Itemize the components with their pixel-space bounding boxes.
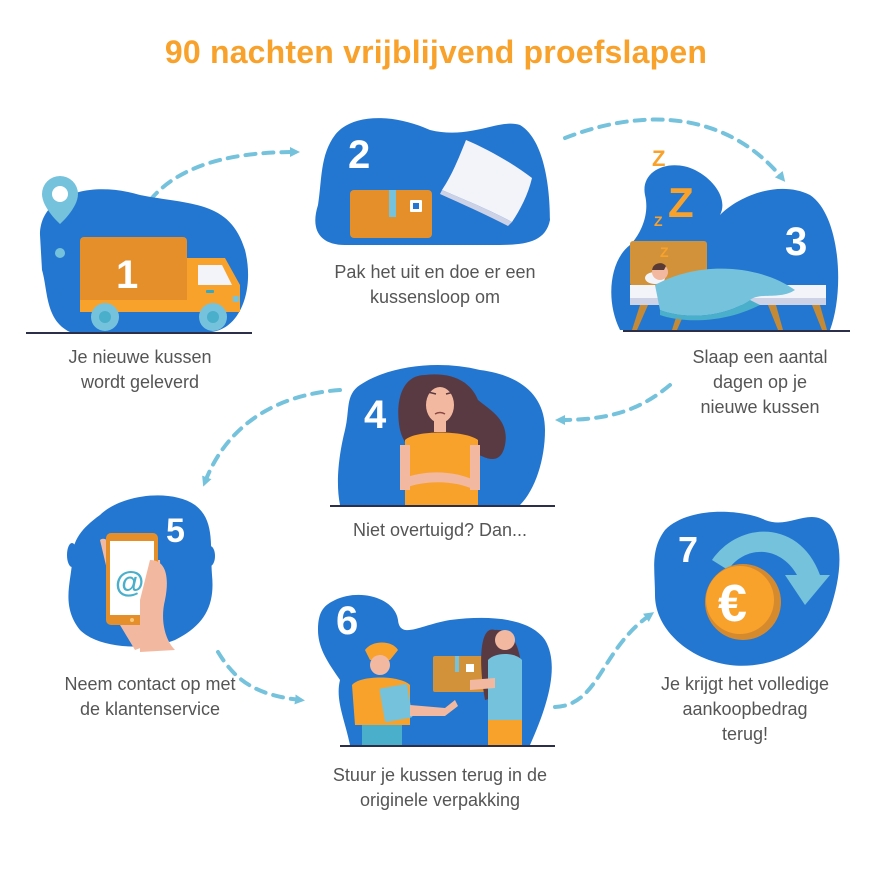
svg-text:€: € [718,575,747,633]
step-number: 5 [166,512,185,550]
blob-drop [205,546,215,566]
step-7-caption: Je krijgt het volledige aankoopbedrag te… [660,674,830,744]
step-6-caption: Stuur je kussen terug in de originele ve… [332,765,548,810]
arrow-5-to-6 [216,650,305,705]
step-number: 3 [785,220,807,264]
return-package-icon [352,629,522,745]
location-pin-icon [42,176,78,258]
step-number: 7 [678,529,698,570]
step-7-illustration: € 7 [654,511,840,666]
pillow-icon [440,140,532,226]
step-4-caption: Niet overtuigd? Dan... [352,520,528,540]
svg-text:Z: Z [654,213,663,229]
svg-text:Z: Z [668,179,694,226]
step-2-illustration: 2 [315,118,550,245]
step-6-illustration: 6 [318,594,555,747]
sleep-z-icon: Z Z Z [652,146,694,229]
delivery-truck-icon [80,237,240,331]
step-3-caption: Slaap een aantal dagen op je nieuwe kuss… [692,347,828,417]
arrow-6-to-7 [553,612,655,709]
euro-refund-icon: € [705,531,830,640]
step-number: 2 [348,133,370,177]
page-title: 90 nachten vrijblijvend proefslapen [164,34,708,70]
step-number: 1 [116,253,138,297]
arrow-4-to-5 [202,388,342,487]
step-3-illustration: Z Z Z Z 3 [611,146,850,332]
svg-text:@: @ [115,566,144,599]
blob-drop [67,543,77,567]
arrow-3-to-4 [555,383,672,425]
svg-text:Z: Z [652,146,665,171]
step-5-caption: Neem contact op met de klantenservice [64,674,236,719]
unconvinced-woman-icon [398,374,506,505]
arrow-2-to-3 [563,117,786,182]
step-1-illustration: 1 [26,176,252,334]
phone-email-icon: @ [100,533,175,652]
step-1-caption: Je nieuwe kussen wordt geleverd [68,347,212,392]
svg-text:Z: Z [660,244,669,260]
sleep-z-icon-headboard: Z [660,244,669,260]
step-4-illustration: 4 [330,365,555,507]
step-number: 4 [364,393,387,437]
sleeping-bed-icon [630,241,827,330]
step-5-illustration: @ 5 [67,495,215,652]
cardboard-box-icon [350,190,432,238]
step-number: 6 [336,599,358,643]
step-2-caption: Pak het uit en doe er een kussensloop om [334,262,536,307]
